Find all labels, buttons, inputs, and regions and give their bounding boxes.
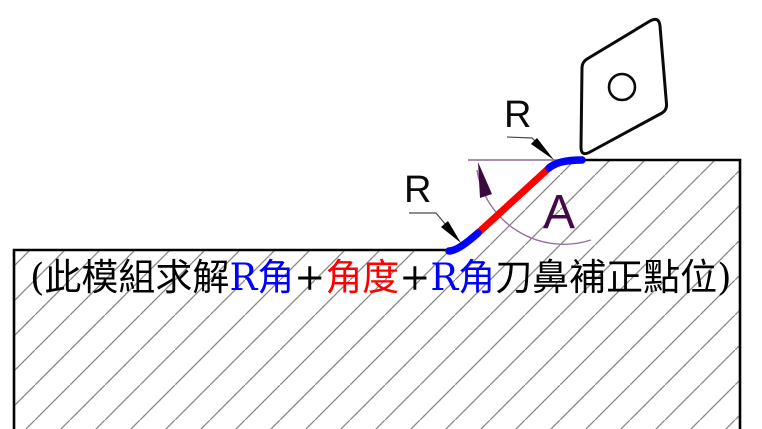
chamfer-line — [474, 164, 553, 237]
workpiece-outline-right — [582, 158, 742, 429]
caption-segment: R角 — [430, 256, 496, 299]
radius-label-upper: R — [504, 94, 531, 136]
caption-segment: R角 — [229, 256, 295, 299]
caption-segment: + — [399, 256, 431, 299]
corner-radius-arc-lower — [445, 229, 482, 255]
angle-label: A — [543, 186, 575, 239]
radius-arrowhead-upper — [531, 138, 554, 160]
tool-insert-hole — [607, 72, 637, 102]
caption-segment: + — [294, 256, 326, 299]
radius-arrowhead-lower — [441, 221, 461, 243]
workpiece-hatch — [14, 160, 740, 429]
caption-segment: 角度 — [325, 256, 400, 299]
caption-segment: (此模組求解 — [30, 256, 230, 299]
workpiece-outline-left — [12, 248, 452, 429]
caption-segment: 刀鼻補正點位) — [495, 256, 732, 299]
radius-label-lower: R — [404, 169, 431, 211]
caption: (此模組求解R角+角度+R角刀鼻補正點位) — [30, 256, 732, 300]
angle-arrowhead — [478, 162, 492, 198]
corner-radius-arc-upper — [545, 156, 586, 172]
